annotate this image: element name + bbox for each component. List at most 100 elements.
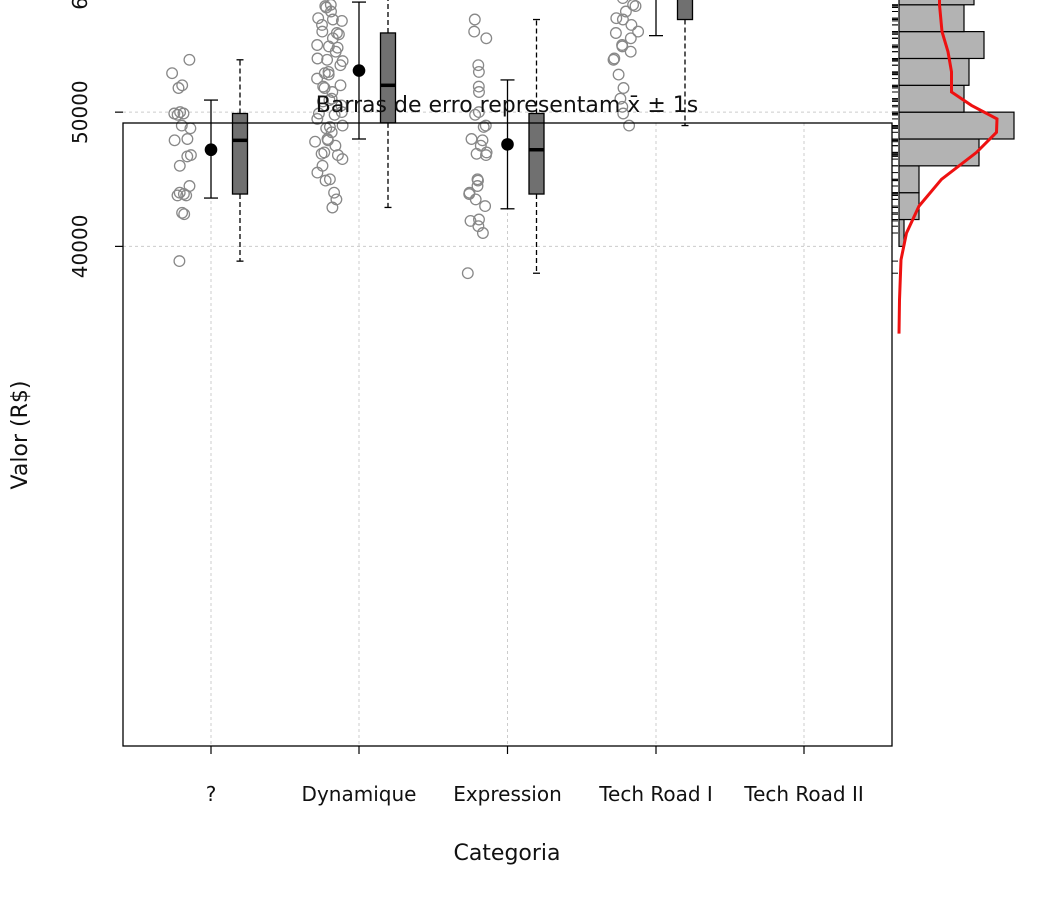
point-2-24 [479, 200, 492, 213]
point-3-39 [616, 40, 629, 53]
point-3-34 [625, 18, 638, 31]
point-3-44 [617, 82, 630, 94]
point-2-13 [476, 134, 489, 147]
point-3-28 [617, 0, 629, 5]
x-tick-label-3: Tech Road I [598, 782, 713, 806]
hist-bar-7 [898, 31, 985, 60]
point-3-40 [624, 45, 637, 58]
point-1-54 [334, 79, 347, 92]
point-0-21 [178, 208, 191, 221]
x-axis-label: Categoria [453, 841, 560, 866]
point-0-5 [177, 107, 190, 120]
point-2-29 [461, 267, 474, 280]
point-2-6 [472, 80, 485, 93]
box-2 [528, 112, 545, 195]
point-1-35 [326, 13, 339, 26]
hist-bar-6 [898, 57, 970, 86]
x-tick-label-0: ? [206, 782, 217, 806]
point-0-13 [181, 150, 194, 163]
point-1-40 [332, 28, 345, 41]
point-3-33 [616, 13, 629, 26]
density-curve [897, 0, 999, 334]
point-1-34 [312, 12, 325, 25]
point-0-14 [173, 159, 186, 172]
point-2-16 [470, 147, 483, 160]
point-0-2 [176, 79, 189, 92]
point-2-11 [477, 120, 490, 133]
point-1-81 [319, 174, 332, 187]
point-0-11 [168, 134, 181, 147]
point-3-37 [624, 32, 637, 45]
box-3 [676, 0, 694, 21]
x-tick-label-4: Tech Road II [743, 782, 864, 806]
point-3-31 [619, 5, 632, 18]
point-1-75 [315, 147, 328, 160]
strip-points [166, 0, 645, 280]
point-1-82 [328, 186, 341, 199]
point-1-62 [335, 106, 348, 119]
point-1-57 [326, 86, 339, 98]
point-2-10 [479, 119, 492, 132]
point-1-37 [316, 18, 328, 31]
hist-bar-9 [898, 0, 975, 6]
marginal-histogram [892, 0, 1015, 334]
point-3-43 [612, 68, 625, 81]
box-0 [231, 112, 249, 195]
point-0-18 [171, 189, 184, 202]
y-tick-label-1: 50000 [68, 80, 92, 144]
point-3-42 [607, 53, 620, 66]
point-0-0 [183, 53, 196, 66]
point-1-64 [328, 108, 341, 121]
point-1-60 [316, 95, 329, 108]
point-2-25 [473, 213, 485, 226]
point-0-17 [177, 188, 190, 200]
point-1-58 [325, 92, 338, 105]
mean-marker-2 [501, 138, 514, 151]
point-1-47 [321, 53, 334, 66]
y-axis-label: Valor (R$) [8, 381, 33, 490]
point-1-45 [329, 45, 342, 58]
point-3-30 [629, 0, 642, 13]
point-2-17 [480, 149, 492, 162]
y-axis: 40000500006000070000 [68, 0, 123, 278]
point-1-33 [325, 5, 337, 18]
point-3-36 [609, 27, 622, 39]
x-axis: ? Dynamique Expression Tech Road I Tech Road… [206, 746, 864, 806]
point-0-10 [181, 133, 194, 145]
point-3-32 [610, 12, 623, 25]
point-1-42 [311, 39, 324, 51]
point-1-66 [336, 119, 349, 132]
point-3-47 [617, 107, 630, 120]
point-1-59 [323, 94, 336, 107]
point-2-19 [472, 174, 484, 187]
y-tick-label-0: 40000 [68, 215, 92, 279]
point-2-2 [468, 25, 481, 38]
point-2-7 [473, 86, 485, 98]
x-tick-label-2: Expression [453, 782, 562, 806]
hist-bar-3 [898, 138, 980, 167]
point-1-69 [325, 126, 338, 139]
point-0-7 [171, 108, 184, 121]
mean-marker-1 [352, 64, 366, 77]
point-1-79 [311, 166, 324, 179]
x-tick-label-1: Dynamique [302, 782, 417, 806]
point-0-22 [173, 255, 186, 268]
point-1-36 [335, 14, 348, 27]
error-bars [204, 0, 663, 210]
point-2-20 [471, 180, 484, 192]
point-1-61 [335, 99, 348, 112]
point-2-9 [469, 108, 482, 121]
point-2-4 [472, 59, 485, 72]
point-1-77 [336, 153, 349, 166]
point-0-1 [166, 67, 179, 80]
point-2-1 [468, 13, 481, 26]
mean-marker-0 [204, 143, 218, 157]
point-1-52 [322, 68, 335, 81]
hist-bar-8 [898, 4, 965, 33]
hist-bar-2 [898, 165, 920, 194]
point-2-8 [472, 106, 485, 119]
point-3-46 [616, 100, 629, 113]
point-1-65 [311, 112, 324, 125]
